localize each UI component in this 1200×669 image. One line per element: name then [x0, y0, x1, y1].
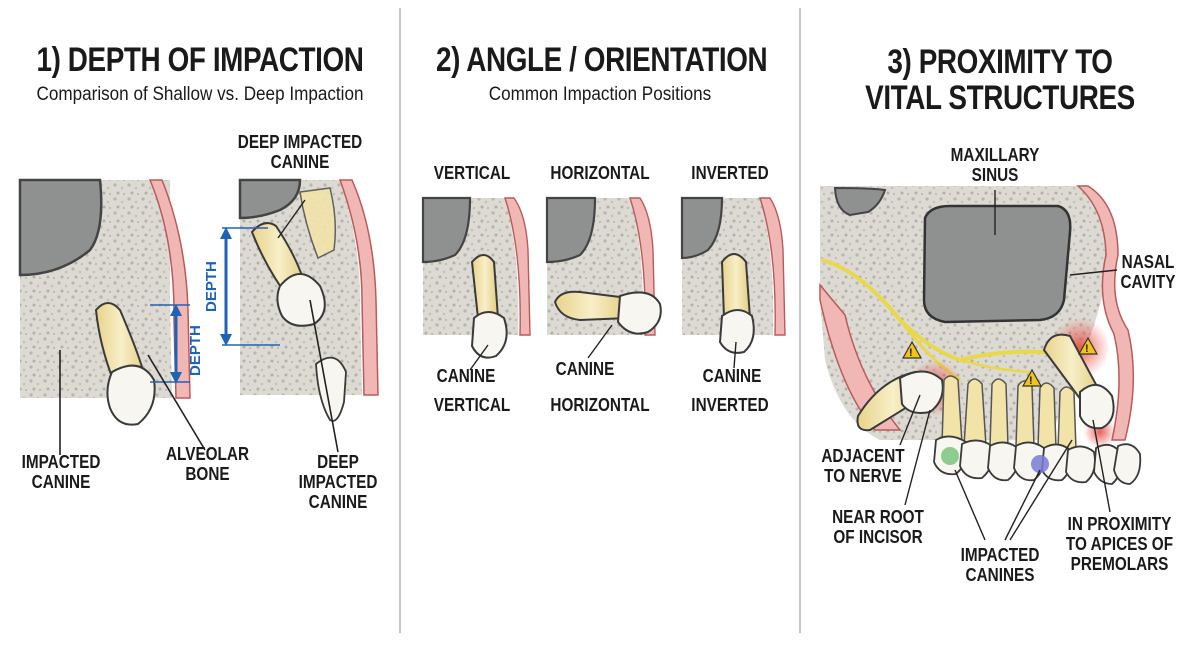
- inverted-heading: INVERTED: [691, 163, 769, 183]
- panel3-title: 3) PROXIMITY TO VITAL STRUCTURES: [836, 44, 1164, 116]
- nasal-cavity-label: NASAL CAVITY: [1114, 252, 1182, 292]
- warning-icon: [1021, 368, 1043, 387]
- impacted-canines-label: IMPACTED CANINES: [953, 545, 1047, 585]
- shallow-impaction-diagram: [18, 178, 206, 455]
- panel-divider-1: [399, 8, 401, 633]
- label-line: IMPACTED: [960, 545, 1040, 565]
- label-line: PREMOLARS: [1070, 554, 1169, 574]
- label-line: DEEP IMPACTED: [237, 132, 363, 152]
- depth-label-deep: DEPTH: [203, 261, 220, 312]
- label-line: ALVEOLAR: [165, 444, 250, 464]
- proximity-premolars-label: IN PROXIMITY TO APICES OF PREMOLARS: [1062, 514, 1177, 574]
- label-line: CANINE: [31, 472, 91, 492]
- label-line: IMPACTED: [21, 452, 101, 472]
- inverted-canine-label: CANINE: [702, 366, 762, 386]
- title-line: 3) PROXIMITY TO: [887, 43, 1113, 81]
- label-line: BONE: [185, 464, 230, 484]
- horizontal-canine-label: CANINE: [555, 359, 615, 379]
- horizontal-caption: HORIZONTAL: [550, 395, 650, 415]
- label-line: TO NERVE: [824, 466, 902, 486]
- label-line: CANINE: [270, 152, 330, 172]
- deep-impacted-canine-label: DEEP IMPACTED CANINE: [290, 452, 385, 512]
- horizontal-position-diagram: [545, 196, 662, 359]
- label-line: TO APICES OF: [1065, 534, 1174, 554]
- proximity-diagram: ! ! !: [819, 185, 1150, 541]
- inverted-position-diagram: [680, 196, 786, 369]
- deep-impacted-canine-top-label: DEEP IMPACTED CANINE: [224, 132, 377, 172]
- depth-label-shallow: DEPTH: [187, 325, 204, 376]
- label-line: OF INCISOR: [833, 527, 923, 547]
- label-line: SINUS: [971, 165, 1019, 185]
- panel-divider-2: [799, 8, 801, 633]
- near-root-of-incisor-label: NEAR ROOT OF INCISOR: [827, 507, 929, 547]
- panel1-subtitle: Comparison of Shallow vs. Deep Impaction: [36, 84, 364, 105]
- label-line: DEEP: [317, 452, 359, 472]
- label-line: NEAR ROOT: [832, 507, 924, 527]
- adjacent-to-nerve-label: ADJACENT TO NERVE: [816, 446, 910, 486]
- impacted-canine-label: IMPACTED CANINE: [9, 452, 113, 492]
- label-line: MAXILLARY: [950, 145, 1040, 165]
- label-line: IN PROXIMITY: [1067, 514, 1172, 534]
- inverted-caption: INVERTED: [691, 395, 769, 415]
- vertical-caption: VERTICAL: [433, 395, 511, 415]
- maxillary-sinus-label: MAXILLARY SINUS: [948, 145, 1042, 185]
- title-line: VITAL STRUCTURES: [865, 79, 1135, 117]
- vertical-heading: VERTICAL: [433, 163, 511, 183]
- label-line: ADJACENT: [821, 446, 905, 466]
- panel2-subtitle: Common Impaction Positions: [488, 84, 712, 105]
- label-line: CANINES: [965, 565, 1035, 585]
- svg-text:!: !: [1085, 343, 1089, 355]
- vertical-position-diagram: [421, 196, 531, 371]
- svg-text:!: !: [909, 347, 913, 359]
- warning-icon: [1077, 336, 1099, 355]
- panel1-title: 1) DEPTH OF IMPACTION: [36, 41, 364, 79]
- warning-icon: [901, 340, 923, 359]
- label-line: NASAL: [1121, 252, 1175, 272]
- label-line: IMPACTED: [298, 472, 378, 492]
- label-line: CANINE: [308, 492, 368, 512]
- panel2-title: 2) ANGLE / ORIENTATION: [436, 41, 768, 79]
- svg-text:!: !: [1029, 375, 1033, 387]
- horizontal-heading: HORIZONTAL: [550, 163, 650, 183]
- alveolar-bone-label: ALVEOLAR BONE: [159, 444, 257, 484]
- deep-impaction-diagram: [220, 178, 379, 453]
- label-line: CAVITY: [1120, 272, 1176, 292]
- vertical-canine-label: CANINE: [436, 366, 496, 386]
